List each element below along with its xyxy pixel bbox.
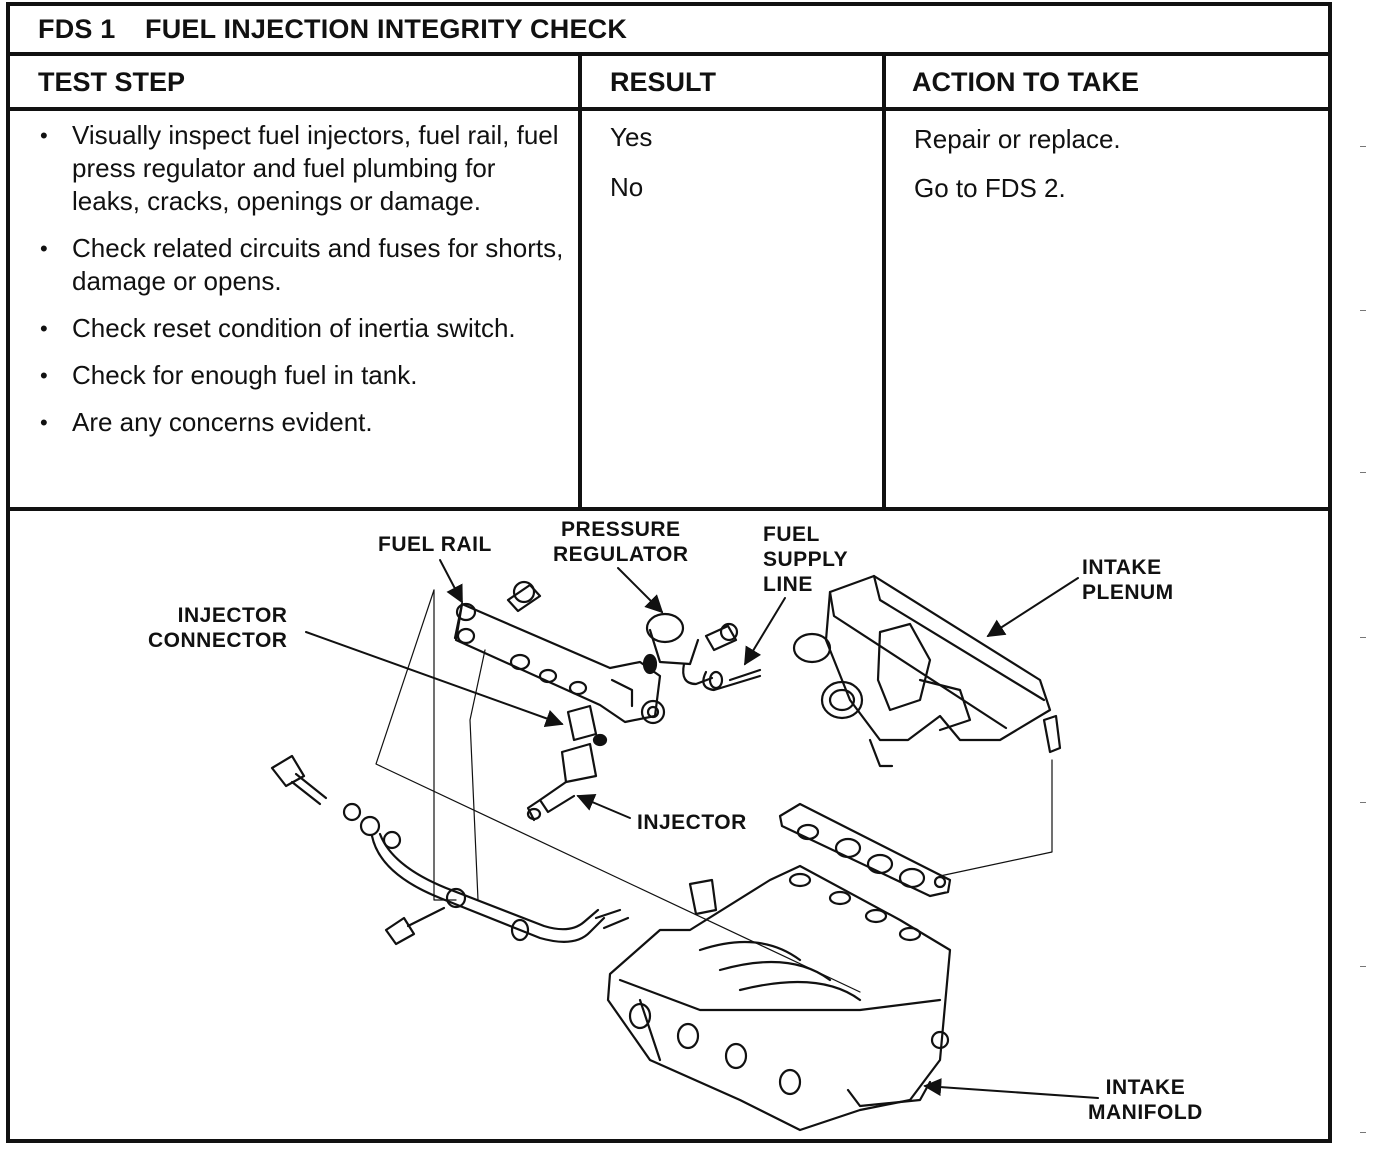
column-divider [578, 56, 582, 511]
test-step-item: •Visually inspect fuel injectors, fuel r… [40, 120, 559, 216]
injector-illustration [526, 704, 608, 822]
test-step-item: •Check reset condition of inertia switch… [40, 313, 516, 343]
intake-plenum-illustration [792, 574, 1062, 768]
fuel-supply-line-illustration [702, 668, 762, 692]
action-no: Go to FDS 2. [914, 173, 1066, 203]
label-intake-plenum: INTAKE PLENUM [1082, 556, 1174, 604]
margin-mark [1360, 802, 1366, 803]
margin-mark [1360, 146, 1366, 147]
fds1-procedure-sheet: FDS 1 FUEL INJECTION INTEGRITY CHECK TES… [6, 2, 1332, 1143]
margin-mark [1360, 966, 1366, 967]
procedure-code: FDS 1 [38, 14, 116, 44]
margin-mark [1360, 310, 1366, 311]
assembly-guide-lines [375, 589, 1053, 993]
test-step-list: •Visually inspect fuel injectors, fuel r… [40, 119, 570, 453]
margin-mark [1360, 1132, 1366, 1133]
column-header-result: RESULT [582, 56, 884, 111]
procedure-title: FUEL INJECTION INTEGRITY CHECK [145, 14, 628, 44]
fuel-rail-illustration [453, 602, 666, 725]
label-fuel-rail: FUEL RAIL [378, 533, 492, 556]
pressure-regulator-illustration [642, 612, 739, 686]
result-yes: Yes [610, 122, 653, 152]
rail-bolt-illustration [506, 580, 542, 613]
label-pressure-regulator: PRESSURE REGULATOR [553, 518, 689, 566]
result-no: No [610, 172, 644, 202]
test-step-item: •Check for enough fuel in tank. [40, 360, 418, 390]
column-header-action: ACTION TO TAKE [884, 56, 1328, 111]
intake-manifold-illustration [606, 864, 952, 1132]
column-divider [882, 56, 886, 511]
label-injector-connector: INJECTOR CONNECTOR [148, 604, 288, 652]
test-step-item: •Are any concerns evident. [40, 407, 373, 437]
label-injector: INJECTOR [637, 811, 747, 834]
action-yes: Repair or replace. [914, 124, 1121, 154]
test-step-item: •Check related circuits and fuses for sh… [40, 233, 564, 296]
test-step-row: •Visually inspect fuel injectors, fuel r… [10, 111, 1328, 511]
procedure-header: FDS 1 FUEL INJECTION INTEGRITY CHECK [10, 6, 1328, 56]
margin-mark [1360, 472, 1366, 473]
label-intake-manifold: INTAKE MANIFOLD [1088, 1076, 1203, 1124]
column-header-test-step: TEST STEP [10, 56, 582, 111]
margin-mark [1360, 637, 1366, 638]
gasket-illustration [778, 802, 952, 898]
fuel-line-bracket-illustration [270, 754, 630, 946]
label-fuel-supply-line: FUEL SUPPLY LINE [763, 523, 849, 596]
